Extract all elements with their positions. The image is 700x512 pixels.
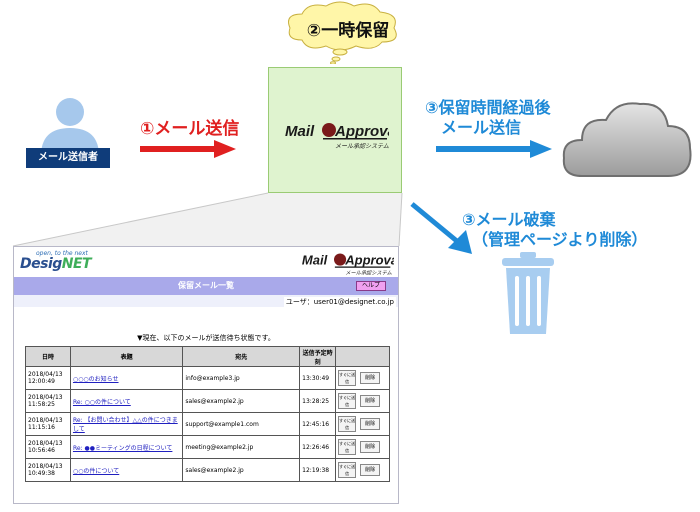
col-to: 宛先 <box>182 346 301 367</box>
step3b-line2: （管理ページより削除） <box>472 230 648 249</box>
help-button[interactable]: ヘルプ <box>355 281 386 291</box>
row-date: 2018/04/13 <box>28 394 63 401</box>
mail-approval-logo: Mail Approval メール承認システム <box>285 123 389 150</box>
subject-link[interactable]: Re: ○○の件について <box>72 398 131 406</box>
sender-label: メール送信者 <box>26 148 110 168</box>
current-user: ユーザ：user01@designet.co.jp <box>283 297 396 307</box>
col-scheduled: 送信予定時刻 <box>299 346 337 367</box>
row-subject: ○○の件について <box>69 458 184 482</box>
page-title-bar: 保留メール一覧 ヘルプ <box>14 277 398 295</box>
row-time: 11:58:25 <box>28 401 55 408</box>
row-time: 10:56:46 <box>28 447 55 454</box>
row-date: 2018/04/13 <box>28 371 63 378</box>
row-subject: Re: 【お問い合わせ】△△の件につきまして <box>69 412 184 436</box>
internet-cloud-icon <box>562 102 692 177</box>
send-now-button[interactable]: すぐに送信 <box>338 439 357 455</box>
step1-label: ①メール送信 <box>140 119 240 139</box>
col-subject: 表題 <box>69 346 184 367</box>
row-time: 12:00:49 <box>28 378 55 385</box>
send-now-button[interactable]: すぐに送信 <box>338 370 357 386</box>
send-now-button[interactable]: すぐに送信 <box>338 393 357 409</box>
row-scheduled: 13:30:49 <box>299 366 337 390</box>
subject-link[interactable]: Re: 【お問い合わせ】△△の件につきまして <box>72 417 178 433</box>
logo-approval-text: Approval <box>334 123 389 140</box>
subject-link[interactable]: ○○の件について <box>72 467 120 475</box>
page-title: 保留メール一覧 <box>178 281 234 290</box>
content-area: ▼現在、以下のメールが送信待ち状態です。 日時 表題 宛先 送信予定時刻 201… <box>14 307 398 503</box>
row-actions: すぐに送信削除 <box>335 458 390 482</box>
row-scheduled: 13:28:25 <box>299 389 337 413</box>
row-scheduled: 12:26:46 <box>299 435 337 459</box>
delete-button[interactable]: 削除 <box>360 395 381 407</box>
row-to: info@example3.jp <box>182 366 301 390</box>
row-actions: すぐに送信削除 <box>335 389 390 413</box>
row-subject: ○○○のお知らせ <box>69 366 184 390</box>
logo-approval-text-small: Approval <box>344 253 394 268</box>
step3b-label: ③メール破棄 （管理ページより削除） <box>462 210 647 250</box>
logo-tagline: メール承認システム <box>335 142 389 150</box>
held-mail-list-screenshot: open, to the next DesigNET Mail Approval… <box>13 246 399 504</box>
step3a-line2: メール送信 <box>441 118 522 137</box>
deliver-arrow <box>436 140 552 158</box>
col-actions <box>335 346 390 367</box>
delete-button[interactable]: 削除 <box>360 464 381 476</box>
step3a-label: ③保留時間経過後 メール送信 <box>425 98 551 138</box>
row-actions: すぐに送信削除 <box>335 412 390 436</box>
step3a-line1: ③保留時間経過後 <box>425 98 551 117</box>
subject-link[interactable]: Re: ●●ミーティングの日程について <box>72 444 173 452</box>
hold-box: Mail Approval メール承認システム <box>268 67 402 193</box>
row-actions: すぐに送信削除 <box>335 435 390 459</box>
discard-arrow <box>410 202 472 254</box>
mail-approval-logo-small: Mail Approval メール承認システム <box>302 253 394 276</box>
row-subject: Re: ●●ミーティングの日程について <box>69 435 184 459</box>
row-date: 2018/04/13 <box>28 440 63 447</box>
row-scheduled: 12:45:16 <box>299 412 337 436</box>
brand-tagline: open, to the next <box>36 250 88 257</box>
thought-cloud-icon <box>288 1 397 64</box>
brand-net: NET <box>61 256 92 272</box>
subject-link[interactable]: ○○○のお知らせ <box>72 375 119 383</box>
row-date: 2018/04/13 <box>28 417 63 424</box>
row-to: sales@example2.jp <box>182 458 301 482</box>
step3b-line1: ③メール破棄 <box>462 210 556 229</box>
row-time: 10:49:38 <box>28 470 55 477</box>
row-time: 11:15:16 <box>28 424 55 431</box>
col-date: 日時 <box>25 346 71 367</box>
row-to: sales@example2.jp <box>182 389 301 413</box>
delete-button[interactable]: 削除 <box>360 372 381 384</box>
delete-button[interactable]: 削除 <box>360 418 381 430</box>
logo-mail-text-small: Mail <box>302 253 328 268</box>
row-to: meeting@example2.jp <box>182 435 301 459</box>
logo-mail-text: Mail <box>285 123 315 140</box>
trash-icon <box>502 252 554 334</box>
screenshot-header: open, to the next DesigNET Mail Approval… <box>14 247 398 277</box>
row-actions: すぐに送信削除 <box>335 366 390 390</box>
row-to: support@example1.com <box>182 412 301 436</box>
pending-notice: ▼現在、以下のメールが送信待ち状態です。 <box>137 334 275 342</box>
send-now-button[interactable]: すぐに送信 <box>338 462 357 478</box>
person-icon <box>41 98 99 156</box>
send-now-button[interactable]: すぐに送信 <box>338 416 357 432</box>
row-subject: Re: ○○の件について <box>69 389 184 413</box>
delete-button[interactable]: 削除 <box>360 441 381 453</box>
table-header-row: 日時 表題 宛先 送信予定時刻 <box>25 346 390 367</box>
designet-logo: DesigNET <box>20 256 92 272</box>
logo-tagline-small: メール承認システム <box>345 269 392 276</box>
row-scheduled: 12:19:38 <box>299 458 337 482</box>
step2-label: ②一時保留 <box>306 21 390 41</box>
send-arrow <box>140 140 236 158</box>
row-date: 2018/04/13 <box>28 463 63 470</box>
brand-design: Desig <box>20 256 62 272</box>
